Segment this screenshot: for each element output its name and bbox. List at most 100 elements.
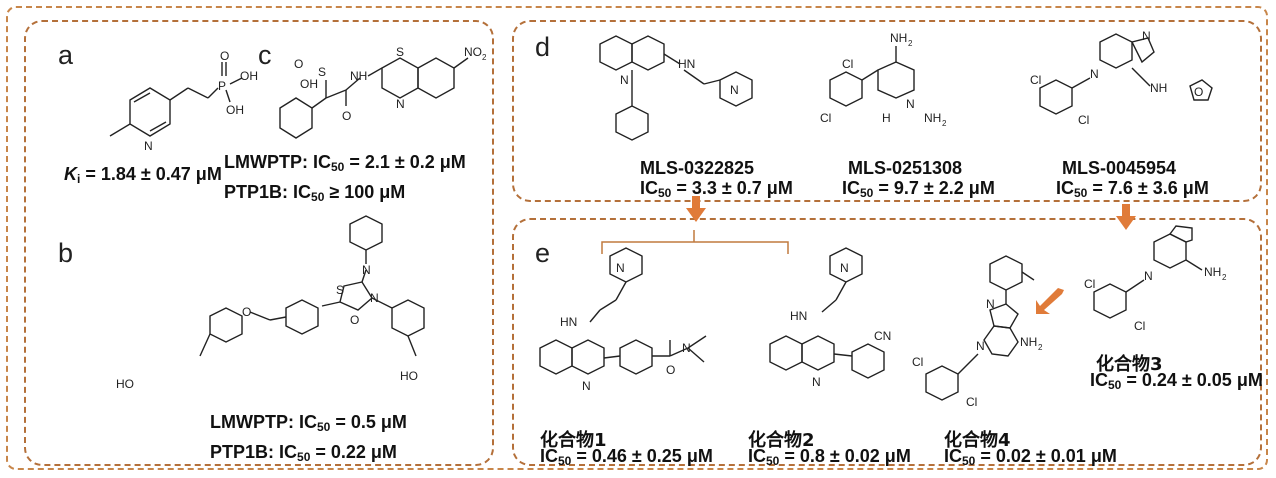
- svg-text:O: O: [342, 109, 351, 123]
- molecule-b-structure: N S N O O HO HO: [116, 215, 425, 391]
- molecule-b-lmwptp: LMWPTP: IC50 = 0.5 μM: [210, 412, 407, 434]
- d2-ic50: IC50 = 9.7 ± 2.2 μM: [842, 178, 995, 200]
- svg-text:N: N: [682, 341, 691, 355]
- svg-text:O: O: [666, 363, 675, 377]
- svg-text:Cl: Cl: [1084, 277, 1095, 291]
- svg-text:NH: NH: [1020, 335, 1037, 349]
- svg-text:HN: HN: [790, 309, 807, 323]
- molecule-d1-structure: HN N N: [599, 35, 753, 141]
- svg-text:HN: HN: [560, 315, 577, 329]
- label-d: d: [535, 32, 551, 62]
- outer-frame: [6, 6, 1268, 470]
- molecule-c-ptp1b: PTP1B: IC50 ≥ 100 μM: [224, 182, 406, 204]
- svg-text:Cl: Cl: [842, 57, 853, 71]
- svg-text:N: N: [730, 83, 739, 97]
- svg-text:2: 2: [1222, 273, 1227, 282]
- panel-abc: [24, 20, 494, 466]
- svg-text:Cl: Cl: [912, 355, 923, 369]
- svg-text:O: O: [350, 313, 359, 327]
- molecule-a-structure: P O OH OH N: [109, 49, 258, 153]
- svg-text:N: N: [620, 73, 629, 87]
- label-c: c: [258, 40, 272, 70]
- svg-text:N: N: [362, 263, 371, 277]
- svg-text:HO: HO: [400, 369, 418, 383]
- svg-text:OH: OH: [240, 69, 258, 83]
- panel-d: [512, 20, 1262, 202]
- svg-text:N: N: [906, 97, 915, 111]
- svg-text:HO: HO: [116, 377, 134, 391]
- d1-name: MLS-0322825: [640, 158, 755, 178]
- d1-ic50: IC50 = 3.3 ± 0.7 μM: [640, 178, 793, 200]
- svg-text:O: O: [220, 49, 229, 63]
- d2-name: MLS-0251308: [848, 158, 963, 178]
- svg-text:N: N: [986, 297, 995, 311]
- svg-text:Cl: Cl: [1078, 113, 1089, 127]
- svg-text:2: 2: [1038, 343, 1043, 352]
- molecule-d3-structure: Cl Cl N NH O N: [1030, 29, 1213, 127]
- svg-text:N: N: [976, 339, 985, 353]
- molecule-e1-structure: N HN N O N: [539, 247, 707, 393]
- svg-text:S: S: [318, 65, 326, 79]
- molecule-a-ki: Ki = 1.84 ± 0.47 μM: [64, 164, 222, 186]
- svg-text:2: 2: [942, 119, 947, 128]
- svg-text:H: H: [882, 111, 891, 125]
- svg-text:NH: NH: [924, 111, 941, 125]
- svg-text:Cl: Cl: [1134, 319, 1145, 333]
- molecule-b-ptp1b: PTP1B: IC50 = 0.22 μM: [210, 442, 397, 464]
- arrow-compound4-highlight: [1036, 288, 1064, 314]
- e1-ic50: IC50 = 0.46 ± 0.25 μM: [540, 446, 713, 468]
- panel-e: [512, 218, 1262, 466]
- svg-text:O: O: [1194, 85, 1203, 99]
- svg-text:NH: NH: [890, 31, 907, 45]
- svg-text:N: N: [1090, 67, 1099, 81]
- d3-ic50: IC50 = 7.6 ± 3.6 μM: [1056, 178, 1209, 200]
- label-b: b: [58, 238, 74, 268]
- svg-text:N: N: [1142, 29, 1151, 43]
- svg-text:O: O: [294, 57, 303, 71]
- arrow-d3-to-e: [1116, 204, 1136, 230]
- svg-text:NH: NH: [350, 69, 367, 83]
- d3-name: MLS-0045954: [1062, 158, 1177, 178]
- svg-text:N: N: [582, 379, 591, 393]
- svg-text:NH: NH: [1204, 265, 1221, 279]
- e3-name: 化合物3: [1096, 354, 1163, 375]
- svg-text:OH: OH: [300, 77, 318, 91]
- svg-text:N: N: [370, 291, 379, 305]
- svg-text:N: N: [616, 261, 625, 275]
- svg-text:OH: OH: [226, 103, 244, 117]
- svg-text:N: N: [144, 139, 153, 153]
- svg-text:N: N: [1144, 269, 1153, 283]
- svg-text:Cl: Cl: [820, 111, 831, 125]
- molecule-e2-structure: N HN N CN: [769, 247, 891, 389]
- svg-text:Cl: Cl: [966, 395, 977, 409]
- e4-name: 化合物4: [944, 430, 1011, 451]
- e4-ic50: IC50 = 0.02 ± 0.01 μM: [944, 446, 1117, 468]
- svg-text:Cl: Cl: [1030, 73, 1041, 87]
- e2-ic50: IC50 = 0.8 ± 0.02 μM: [748, 446, 911, 468]
- svg-text:O: O: [242, 305, 251, 319]
- e1-name: 化合物1: [540, 430, 607, 451]
- svg-text:2: 2: [908, 39, 913, 48]
- label-a: a: [58, 40, 74, 70]
- svg-text:S: S: [336, 283, 344, 297]
- svg-text:S: S: [396, 45, 404, 59]
- e3-ic50: IC50 = 0.24 ± 0.05 μM: [1090, 370, 1263, 392]
- bracket-e: [601, 230, 789, 254]
- svg-text:2: 2: [482, 53, 487, 62]
- e2-name: 化合物2: [748, 430, 815, 451]
- arrow-d1-to-e: [686, 196, 706, 222]
- svg-text:HN: HN: [678, 57, 695, 71]
- svg-text:N: N: [396, 97, 405, 111]
- label-e: e: [535, 238, 551, 268]
- svg-text:CN: CN: [874, 329, 891, 343]
- svg-text:N: N: [812, 375, 821, 389]
- svg-text:NH: NH: [1150, 81, 1167, 95]
- svg-text:NO: NO: [464, 45, 482, 59]
- molecule-c-lmwptp: LMWPTP: IC50 = 2.1 ± 0.2 μM: [224, 152, 466, 174]
- svg-text:P: P: [218, 79, 226, 93]
- svg-text:N: N: [840, 261, 849, 275]
